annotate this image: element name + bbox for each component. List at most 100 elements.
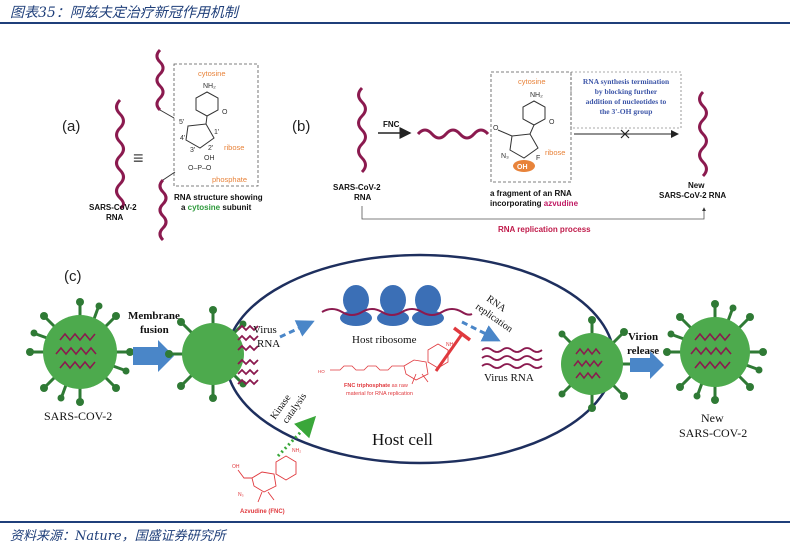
termination-line-1: RNA synthesis termination xyxy=(583,77,670,86)
oh-label-b: OH xyxy=(517,164,528,171)
fluoro-label-b: F xyxy=(536,155,540,162)
fnc-triphosphate-molecule xyxy=(330,343,449,385)
membrane-fusion-arrow xyxy=(133,340,174,372)
termination-line-4: the 3'-OH group xyxy=(600,107,653,116)
backbone-link-top xyxy=(159,109,175,119)
hydroxyl-label: HO xyxy=(318,369,325,374)
rna-fragment-wave xyxy=(416,128,490,140)
fnc-triphosphate-caption-1: FNC triphosphate as raw xyxy=(344,383,408,389)
backbone-link-bottom xyxy=(162,171,176,181)
virion-release-arrow xyxy=(630,351,664,379)
carbonyl-o-b: O xyxy=(549,119,555,126)
virion-release-label-1: Virion xyxy=(628,331,658,343)
replication-process-label: RNA replication process xyxy=(498,225,591,234)
host-cell-label: Host cell xyxy=(372,430,433,449)
new-rna-label-2: SARS-CoV-2 RNA xyxy=(659,191,726,200)
p3-label: 3' xyxy=(190,147,195,154)
oh-highlight xyxy=(513,160,535,172)
sars-rna-label-a1: SARS-CoV-2 xyxy=(89,203,137,212)
p4-label: 4' xyxy=(180,135,185,142)
phosphorus-p-a: O–P–O xyxy=(188,165,212,172)
ribose-ring-a xyxy=(185,123,215,149)
sars-cov-2-virion xyxy=(26,298,134,406)
released-virus-rna xyxy=(237,324,259,386)
azvudine-n3-label: N₃ xyxy=(238,492,244,498)
exiting-virion xyxy=(558,316,640,412)
termination-box xyxy=(570,71,682,129)
ribose-label-a: ribose xyxy=(224,143,244,152)
host-ribosome-label: Host ribosome xyxy=(352,334,417,346)
azvudine-molecule xyxy=(237,455,297,503)
o5-bond-b xyxy=(497,129,513,137)
fnc-triphosphate-caption-2: material for RNA replication xyxy=(346,391,413,397)
sars-rna-label-b1: SARS-CoV-2 xyxy=(333,183,381,192)
rna-strand-b xyxy=(357,86,367,174)
panel-c-tag: (c) xyxy=(64,268,82,285)
p5-label: 5' xyxy=(179,119,184,126)
subunit-box xyxy=(173,63,259,187)
rna-structure-caption-1: RNA structure showing xyxy=(174,193,263,202)
replicated-virus-rna xyxy=(481,347,543,369)
new-sars-cov-2-virion xyxy=(663,300,767,404)
panel-b: (b) SARS-CoV-2 RNA FNC cytosine NH₂ O O … xyxy=(292,71,726,234)
termination-line-3: addition of nucleotides to xyxy=(586,97,667,106)
rna-to-ribosome-arrow xyxy=(279,320,315,339)
glycosidic-bond-a xyxy=(205,115,208,125)
cytosine-ring-b xyxy=(522,100,546,126)
sars-cov-2-label: SARS-COV-2 xyxy=(44,409,112,423)
mechanism-diagram: (a) SARS-CoV-2 RNA ≡ cytosine NH₂ O 5' 4… xyxy=(26,48,767,515)
azvudine-nh2-label: NH₂ xyxy=(292,448,301,454)
caption-prefix: a xyxy=(181,203,188,212)
fragment-caption-2: incorporating azvudine xyxy=(490,199,579,208)
panel-a-tag: (a) xyxy=(62,118,80,135)
fragment-prefix: incorporating xyxy=(490,199,544,208)
cytosine-label-b: cytosine xyxy=(518,77,546,86)
virus-rna-label-1: Virus xyxy=(253,324,277,336)
rna-replication-arrow xyxy=(461,320,501,342)
cytosine-label-a: cytosine xyxy=(198,69,226,78)
ribose-ring-b xyxy=(509,133,539,159)
termination-line-2: by blocking further xyxy=(595,87,658,96)
replication-process-bracket xyxy=(361,206,706,220)
virus-rna-label: Virus RNA xyxy=(484,372,534,384)
rna-strand-a-bottom xyxy=(158,178,168,242)
fnc-label-b: FNC xyxy=(383,120,400,129)
azvudine-label: Azvudine (FNC) xyxy=(240,509,285,515)
rna-strand-a-top xyxy=(155,48,165,112)
membrane-fusion-label-1: Membrane xyxy=(128,310,180,322)
caption-suffix: subunit xyxy=(220,203,251,212)
o5-label-b: O xyxy=(493,125,499,132)
virion-release-label-2: release xyxy=(627,345,659,357)
oh-label-a: OH xyxy=(204,155,215,162)
panel-c: (c) Host cell xyxy=(26,253,767,515)
panel-a: (a) SARS-CoV-2 RNA ≡ cytosine NH₂ O 5' 4… xyxy=(62,48,263,242)
fnc-tp-rest: as raw xyxy=(390,383,408,389)
fragment-azvudine: azvudine xyxy=(544,199,579,208)
ribose-label-b: ribose xyxy=(545,148,565,157)
phosphate-label-a: phosphate xyxy=(212,175,247,184)
caption-cytosine: cytosine xyxy=(188,203,221,212)
figure-title: 图表35：阿兹夫定治疗新冠作用机制 xyxy=(10,5,238,21)
equivalence-sign: ≡ xyxy=(133,148,144,168)
block-cross-icon xyxy=(620,129,630,139)
new-sars-label-1: New xyxy=(701,411,724,425)
new-rna-label-1: New xyxy=(688,181,705,190)
kinase-catalysis-arrow xyxy=(276,415,317,458)
top-rule xyxy=(0,22,790,24)
sars-rna-label-b2: RNA xyxy=(354,193,372,202)
bottom-rule xyxy=(0,521,790,523)
azvudine-oh-label: OH xyxy=(232,464,240,470)
nh2-label-a: NH₂ xyxy=(203,83,216,90)
new-sars-label-2: SARS-COV-2 xyxy=(679,426,747,440)
membrane-fusion-label-2: fusion xyxy=(140,324,169,336)
source-note: 资料来源：Nature，国盛证券研究所 xyxy=(10,529,226,544)
glycosidic-bond-b xyxy=(529,124,535,135)
host-ribosome xyxy=(321,285,473,326)
p1-label: 1' xyxy=(214,129,219,136)
carbonyl-o-a: O xyxy=(222,109,228,116)
panel-b-tag: (b) xyxy=(292,118,310,135)
fnc-tp-bold: FNC triphosphate xyxy=(344,383,390,389)
p2-label: 2' xyxy=(208,145,213,152)
fragment-caption-1: a fragment of an RNA xyxy=(490,189,572,198)
nh2-label-b: NH₂ xyxy=(530,92,543,99)
